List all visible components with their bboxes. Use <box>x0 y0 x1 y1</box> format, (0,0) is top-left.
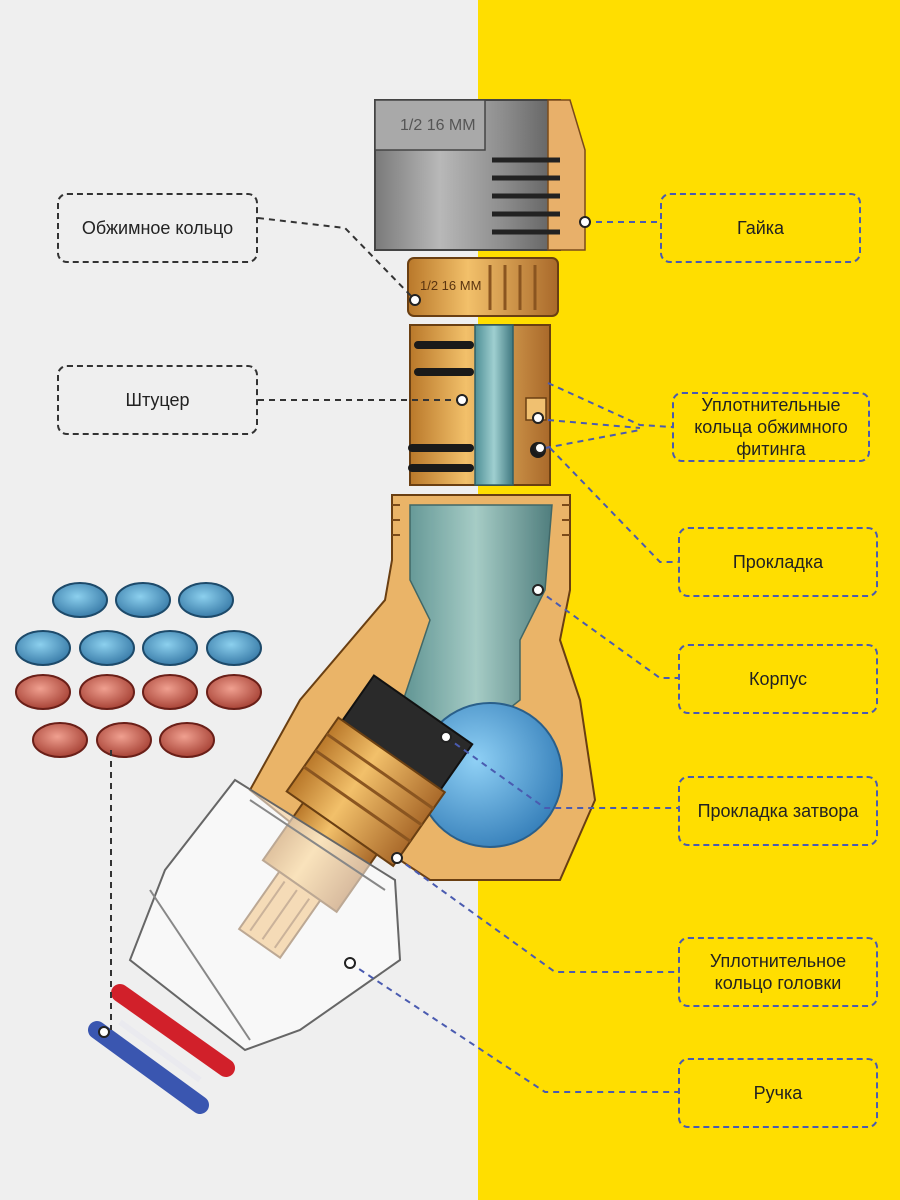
label-body-text: Корпус <box>748 669 808 689</box>
handle-part <box>128 778 402 1052</box>
leader-points <box>98 216 591 1038</box>
compression-ring-part: 1/2 16 MM <box>407 257 559 317</box>
fitting-part <box>408 324 551 486</box>
label-gasket-text: Прокладка <box>732 552 824 572</box>
label-gasket: Прокладка <box>678 527 878 597</box>
leader-lines <box>110 217 678 1093</box>
nut-part: 1/2 16 MM <box>374 99 586 251</box>
label-fitting-seals-text: Уплотнительные кольца обжимного фитинга <box>694 395 848 459</box>
label-nut: Гайка <box>660 193 861 263</box>
label-valve-gasket: Прокладка затвора <box>678 776 878 846</box>
label-head-seal: Уплотнительное кольцо головки <box>678 937 878 1007</box>
label-valve-gasket-text: Прокладка затвора <box>697 801 859 821</box>
label-nut-text: Гайка <box>736 218 785 238</box>
nut-engraving: 1/2 16 MM <box>400 117 476 134</box>
label-body: Корпус <box>678 644 878 714</box>
label-head-seal-text: Уплотнительное кольцо головки <box>709 951 847 993</box>
ring-engraving: 1/2 16 MM <box>420 278 481 293</box>
label-fitting-seals: Уплотнительные кольца обжимного фитинга <box>672 392 870 462</box>
label-compression-ring-text: Обжимное кольцо <box>81 218 234 238</box>
label-fitting: Штуцер <box>57 365 258 435</box>
label-compression-ring: Обжимное кольцо <box>57 193 258 263</box>
label-fitting-text: Штуцер <box>125 390 190 410</box>
label-handle: Ручка <box>678 1058 878 1128</box>
indicator-caps <box>15 582 262 758</box>
label-handle-text: Ручка <box>753 1083 803 1103</box>
indicator-strips <box>88 984 235 1114</box>
